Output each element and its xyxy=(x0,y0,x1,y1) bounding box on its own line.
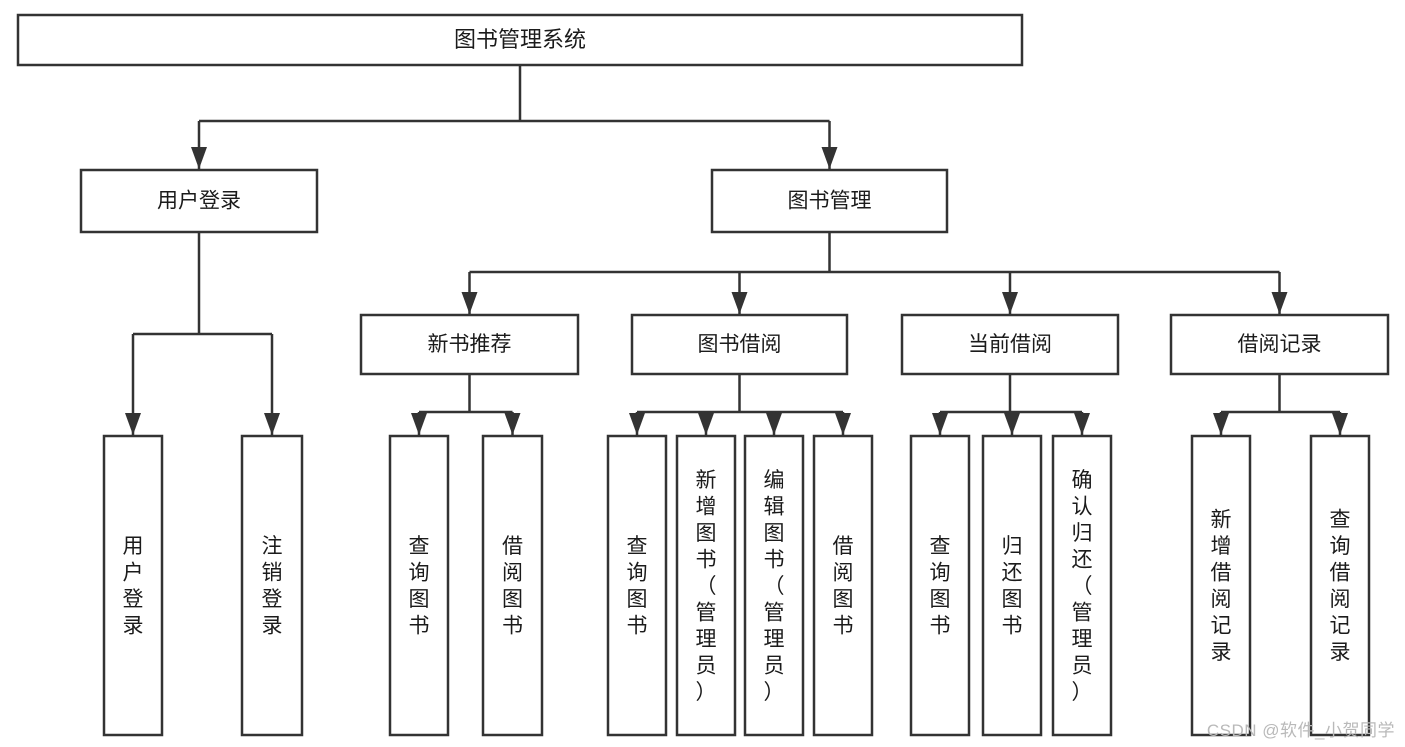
node-leaf-label-leaf-user-login: 用户登录 xyxy=(123,535,144,638)
bookmanage-to-level3-arrow-1 xyxy=(731,292,748,314)
borrow-record-to-leaves-arrow-0 xyxy=(1213,413,1229,435)
node-leaf-box-leaf-add-record[interactable] xyxy=(1190,434,1252,737)
node-level3-label-current-borrow: 当前借阅 xyxy=(968,333,1052,356)
node-leaf-box-leaf-return-book[interactable] xyxy=(981,434,1043,737)
root-to-level2-arrow-1 xyxy=(821,147,838,169)
new-book-rec-to-leaves-arrow-1 xyxy=(504,413,521,435)
node-leaf-box-leaf-add-book[interactable] xyxy=(675,434,737,737)
user-login-to-leaves-arrow-1 xyxy=(264,413,280,435)
node-level3-box-borrow-record[interactable] xyxy=(1169,313,1390,376)
node-level2-box-book-manage[interactable] xyxy=(710,168,949,234)
node-leaf-label-leaf-query-book-1: 查询图书 xyxy=(409,535,430,638)
new-book-rec-to-leaves-arrow-0 xyxy=(411,413,427,435)
book-borrow-to-leaves-arrow-1 xyxy=(698,413,714,435)
node-level3-box-new-book-rec[interactable] xyxy=(359,313,580,376)
node-leaf-box-leaf-edit-book[interactable] xyxy=(743,434,805,737)
bookmanage-to-level3-arrow-2 xyxy=(1002,292,1018,314)
node-layer: 图书管理系统用户登录图书管理新书推荐图书借阅当前借阅借阅记录用户登录注销登录查询… xyxy=(16,13,1390,737)
node-leaf-box-leaf-query-book-2[interactable] xyxy=(606,434,668,737)
node-leaf-box-leaf-confirm-return[interactable] xyxy=(1051,434,1113,737)
node-leaf-label-leaf-borrow-book-2: 借阅图书 xyxy=(833,535,854,638)
book-borrow-to-leaves-arrow-0 xyxy=(629,413,645,435)
node-leaf-label-leaf-confirm-return: 确认归还（管理员） xyxy=(1072,469,1093,704)
book-borrow-to-leaves-arrow-3 xyxy=(835,413,851,435)
node-leaf-box-leaf-query-record[interactable] xyxy=(1309,434,1371,737)
node-level2-label-book-manage: 图书管理 xyxy=(788,190,872,213)
user-login-to-leaves-arrow-0 xyxy=(125,413,141,435)
node-level3-label-new-book-rec: 新书推荐 xyxy=(428,333,512,356)
bookmanage-to-level3-arrow-0 xyxy=(461,292,478,314)
node-leaf-box-leaf-borrow-book-1[interactable] xyxy=(481,434,544,737)
node-leaf-label-leaf-borrow-book-1: 借阅图书 xyxy=(502,535,523,638)
node-level3-box-current-borrow[interactable] xyxy=(900,313,1120,376)
node-leaf-label-leaf-return-book: 归还图书 xyxy=(1002,535,1023,638)
node-leaf-label-leaf-add-record: 新增借阅记录 xyxy=(1211,509,1232,665)
node-leaf-label-leaf-query-book-2: 查询图书 xyxy=(627,535,648,638)
book-borrow-to-leaves-arrow-2 xyxy=(766,413,782,435)
connector-layer xyxy=(125,65,1348,435)
node-level3-box-book-borrow[interactable] xyxy=(630,313,849,376)
node-leaf-box-leaf-borrow-book-2[interactable] xyxy=(812,434,874,737)
node-leaf-label-leaf-logout: 注销登录 xyxy=(262,535,283,638)
current-borrow-to-leaves-arrow-0 xyxy=(932,413,948,435)
node-level3-label-borrow-record: 借阅记录 xyxy=(1238,333,1322,356)
node-level2-box-user-login[interactable] xyxy=(79,168,319,234)
node-root-box[interactable] xyxy=(16,13,1024,67)
node-leaf-label-leaf-query-record: 查询借阅记录 xyxy=(1330,509,1351,665)
node-leaf-label-leaf-query-book-3: 查询图书 xyxy=(930,535,951,638)
node-leaf-box-leaf-query-book-3[interactable] xyxy=(909,434,971,737)
borrow-record-to-leaves-arrow-1 xyxy=(1332,413,1348,435)
root-to-level2-arrow-0 xyxy=(191,147,207,169)
node-leaf-label-leaf-edit-book: 编辑图书（管理员） xyxy=(764,469,785,704)
node-leaf-box-leaf-user-login[interactable] xyxy=(102,434,164,737)
node-level3-label-book-borrow: 图书借阅 xyxy=(698,333,782,356)
node-level2-label-user-login: 用户登录 xyxy=(157,190,241,213)
node-leaf-box-leaf-query-book-1[interactable] xyxy=(388,434,450,737)
current-borrow-to-leaves-arrow-2 xyxy=(1074,413,1090,435)
node-leaf-box-leaf-logout[interactable] xyxy=(240,434,304,737)
node-root-label: 图书管理系统 xyxy=(454,27,586,52)
node-leaf-label-leaf-add-book: 新增图书（管理员） xyxy=(696,469,717,704)
bookmanage-to-level3-arrow-3 xyxy=(1271,292,1288,314)
current-borrow-to-leaves-arrow-1 xyxy=(1004,413,1020,435)
